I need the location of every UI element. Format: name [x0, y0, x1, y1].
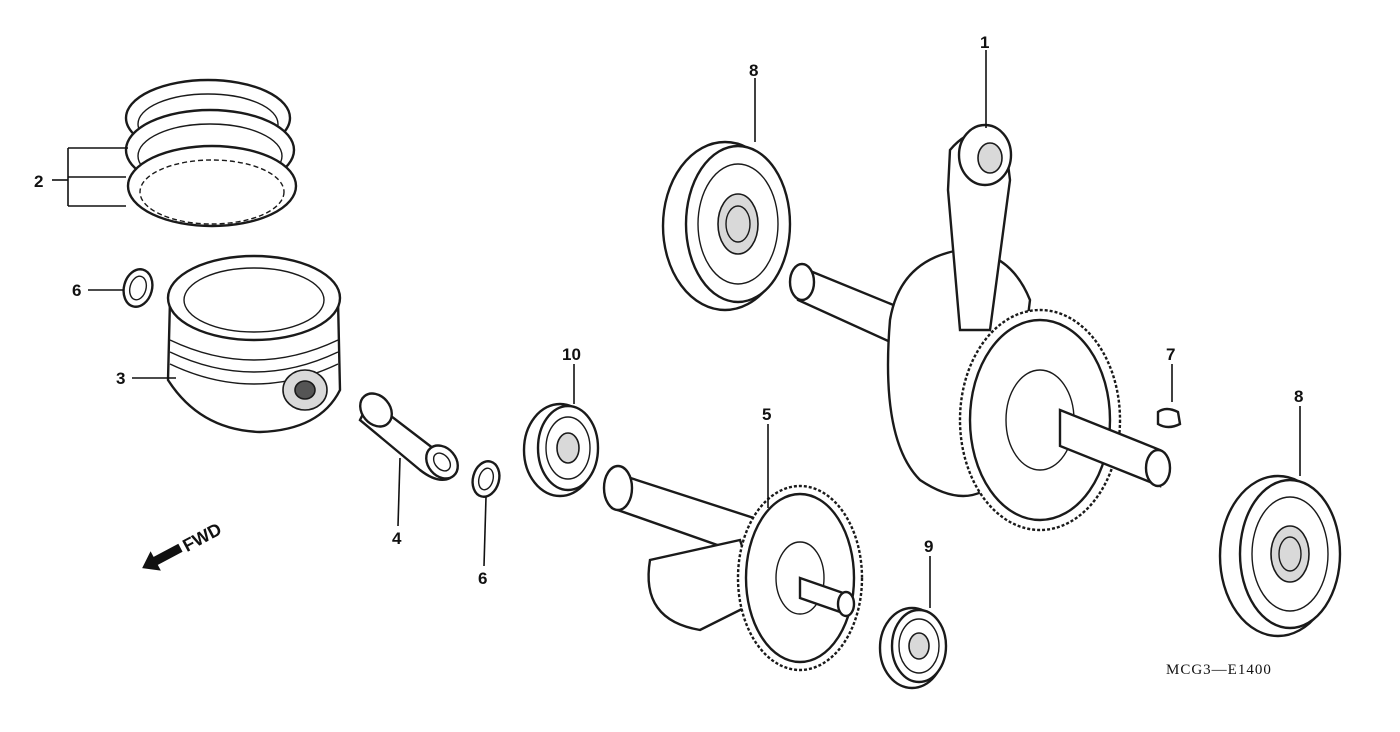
balancer-bearing-right — [878, 606, 948, 690]
callout-8-upper: 8 — [749, 61, 758, 80]
callout-6-upper: 6 — [72, 281, 81, 300]
arrow-left-icon — [142, 543, 183, 571]
crank-bearing-right — [1218, 474, 1342, 638]
callout-7: 7 — [1166, 345, 1175, 364]
callout-6-lower: 6 — [478, 569, 487, 588]
callout-8-right: 8 — [1294, 387, 1303, 406]
woodruff-key — [1156, 407, 1182, 429]
crank-bearing-upper — [661, 140, 792, 312]
callout-10: 10 — [562, 345, 581, 364]
balancer-bearing-left — [522, 402, 600, 498]
callout-labels: 1 8 2 6 3 10 5 7 8 4 9 6 — [34, 33, 1303, 588]
callout-4: 4 — [392, 529, 402, 548]
piston-pin-clip-lower — [471, 460, 501, 498]
crankshaft-assembly — [788, 123, 1172, 532]
piston-rings — [124, 78, 298, 228]
callout-1: 1 — [980, 33, 989, 52]
fwd-label: FWD — [179, 519, 225, 556]
diagram-code: MCG3—E1400 — [1166, 662, 1272, 678]
piston-pin — [358, 392, 459, 481]
balancer-shaft — [602, 464, 864, 672]
callout-2: 2 — [34, 172, 43, 191]
leader-lines — [52, 50, 1301, 608]
forward-arrow: FWD — [142, 519, 225, 571]
callout-9: 9 — [924, 537, 933, 556]
callout-3: 3 — [116, 369, 125, 388]
callout-5: 5 — [762, 405, 771, 424]
piston-pin-clip-upper — [122, 268, 154, 308]
piston — [166, 254, 342, 434]
